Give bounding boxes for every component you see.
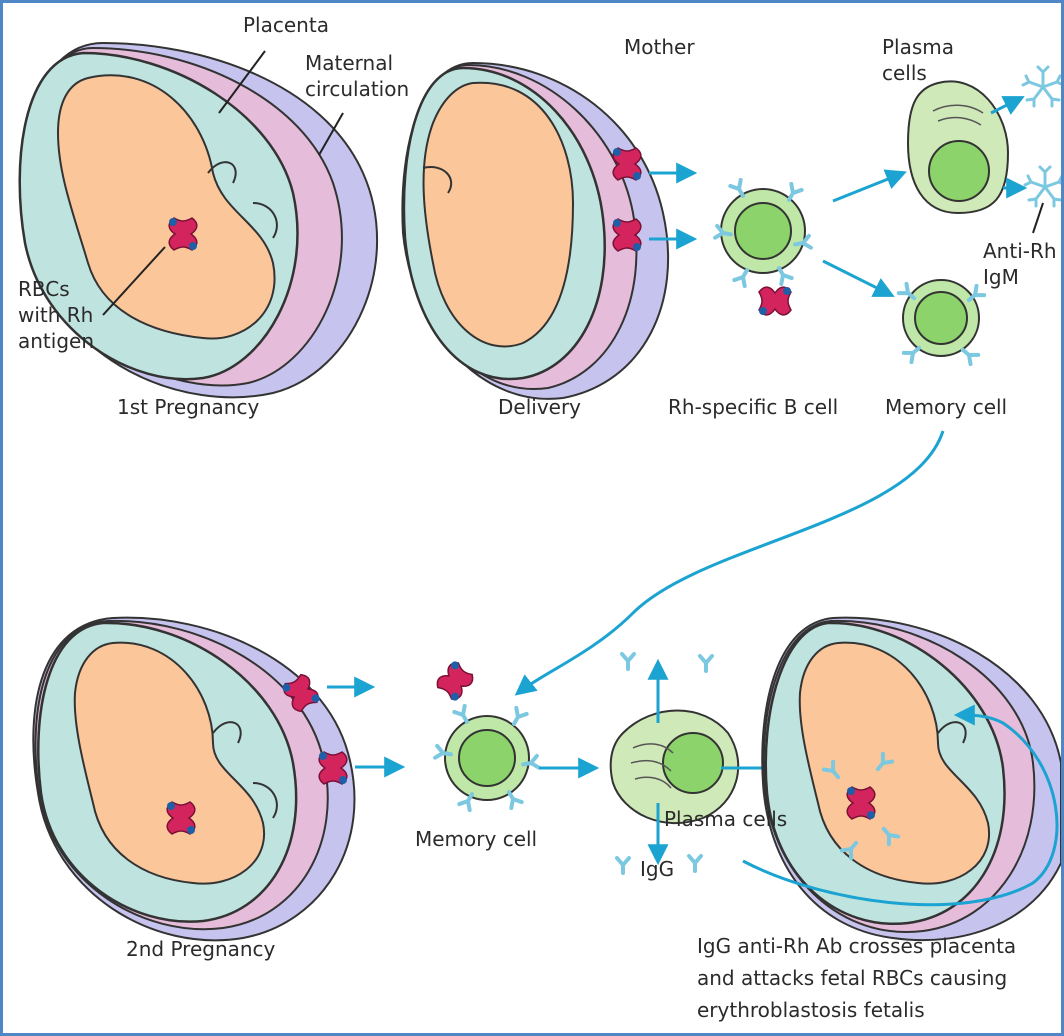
label-mother: Mother <box>624 34 695 60</box>
delivery-illustration <box>402 63 693 399</box>
fetal-attack-illustration <box>743 618 1061 940</box>
label-rh-specific-b-cell: Rh-specific B cell <box>668 394 838 420</box>
label-anti-rh-igm: Anti-Rh IgM <box>983 238 1057 290</box>
label-second-pregnancy: 2nd Pregnancy <box>126 936 275 962</box>
second-pregnancy-illustration <box>33 618 401 941</box>
label-memory-cell-bottom: Memory cell <box>415 826 537 852</box>
plasma-cell-bottom-illustration <box>611 654 781 873</box>
label-igg: IgG <box>640 856 674 882</box>
label-caption: IgG anti-Rh Ab crosses placenta and atta… <box>697 930 1016 1026</box>
rh-incompatibility-diagram <box>3 3 1061 1033</box>
rh-specific-b-cell-illustration <box>715 180 811 315</box>
label-plasma-cells-top: Plasma cells <box>882 34 954 86</box>
label-delivery: Delivery <box>498 394 581 420</box>
label-placenta: Placenta <box>243 12 329 38</box>
label-maternal-circulation: Maternal circulation <box>305 50 409 102</box>
plasma-cell-top-illustration <box>908 67 1061 233</box>
label-rbcs-with-rh-antigen: RBCs with Rh antigen <box>18 276 94 354</box>
memory-cell-top-illustration <box>899 280 984 364</box>
label-memory-cell-top: Memory cell <box>885 394 1007 420</box>
label-plasma-cells-bottom: Plasma cells <box>664 806 787 832</box>
memory-cell-bottom-illustration <box>434 660 595 810</box>
label-first-pregnancy: 1st Pregnancy <box>117 394 259 420</box>
